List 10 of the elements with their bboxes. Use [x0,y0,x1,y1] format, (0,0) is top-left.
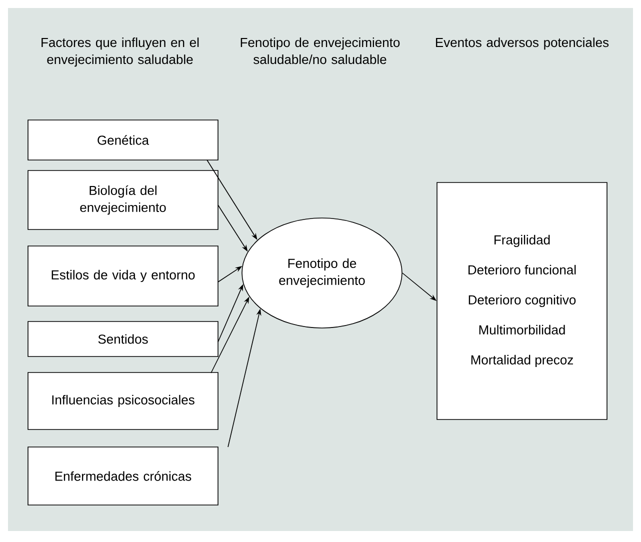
outcomes-box: Fragilidad Deterioro funcional Deterioro cognitivo Multimorbilidad Mortalidad precoz [436,182,608,420]
factor-box: Enfermedades crónicas [28,446,218,506]
column-heading: Eventos adversos potenciales [436,38,609,50]
factor-box: Biología del envejecimiento [28,170,218,230]
column-heading: Fenotipo de envejecimiento saludable/no saludable [240,38,400,64]
factor-box: Genética [28,120,218,160]
factor-box: Influencias psicosociales [28,372,218,430]
column-heading: Factores que influyen en el envejecimiento saludable [42,38,199,67]
factor-box: Estilos de vida y entorno [28,246,218,306]
factor-box: Sentidos [28,321,218,357]
